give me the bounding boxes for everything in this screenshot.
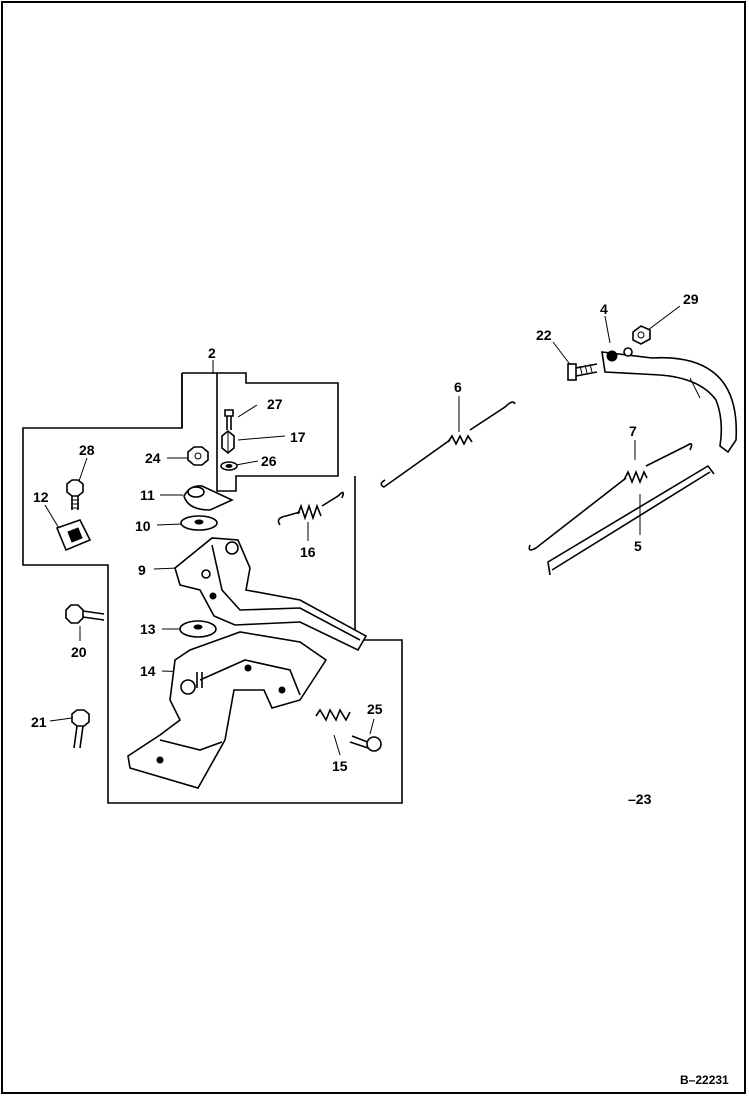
callout-5: 5 <box>634 538 642 554</box>
callout-20: 20 <box>71 644 87 660</box>
spring-part-16 <box>277 491 345 526</box>
governor-lever-arm <box>601 347 738 454</box>
callout-7: 7 <box>629 423 637 439</box>
callout-25: 25 <box>367 701 383 717</box>
callout-24: 24 <box>145 450 161 466</box>
rod-part-5 <box>547 464 715 576</box>
callout-6: 6 <box>454 379 462 395</box>
screw-part-28 <box>66 479 84 510</box>
drawing-number: B–22231 <box>680 1073 729 1087</box>
clip-part-12 <box>55 519 92 552</box>
leader-lines <box>44 305 681 756</box>
callout-9: 9 <box>138 562 146 578</box>
callout-17: 17 <box>290 429 306 445</box>
cam-part-11 <box>183 485 234 511</box>
callout-29: 29 <box>683 291 699 307</box>
callout-27: 27 <box>267 396 283 412</box>
callout-22: 22 <box>536 327 552 343</box>
callout-15: 15 <box>332 758 348 774</box>
governor-plate-part-9 <box>174 537 368 652</box>
callout-10: 10 <box>135 518 151 534</box>
washer-part-26 <box>220 461 238 471</box>
spring-rod-part-7 <box>528 443 693 551</box>
callout-13: 13 <box>140 621 156 637</box>
bolt-part-27 <box>224 409 234 430</box>
callout-16: 16 <box>300 544 316 560</box>
bolt-part-22 <box>567 363 598 381</box>
base-bracket-part-14 <box>127 631 328 789</box>
washer-part-10 <box>180 515 218 531</box>
callout-28: 28 <box>79 442 95 458</box>
nut-part-29 <box>632 325 651 345</box>
washer-part-13 <box>179 620 217 638</box>
spring-rod-part-6 <box>380 401 516 488</box>
callout-14: 14 <box>140 663 156 679</box>
callout-26: 26 <box>261 453 277 469</box>
screw-part-21 <box>71 709 90 749</box>
callout-12: 12 <box>33 489 49 505</box>
callout-11: 11 <box>140 487 155 503</box>
assembly-boundary-lines <box>22 372 403 804</box>
nut-part-24 <box>187 446 209 466</box>
spacer-part-17 <box>221 429 235 455</box>
figure-reference: –23 <box>628 791 652 807</box>
callout-4: 4 <box>600 301 608 317</box>
callout-labels: 2 4 5 6 7 9 10 11 12 13 14 15 16 17 20 2… <box>31 291 699 774</box>
callout-2: 2 <box>208 345 216 361</box>
bolt-part-20 <box>65 604 105 624</box>
callout-21: 21 <box>31 714 47 730</box>
spring-part-15 <box>315 708 351 722</box>
bolt-part-25 <box>349 735 382 752</box>
